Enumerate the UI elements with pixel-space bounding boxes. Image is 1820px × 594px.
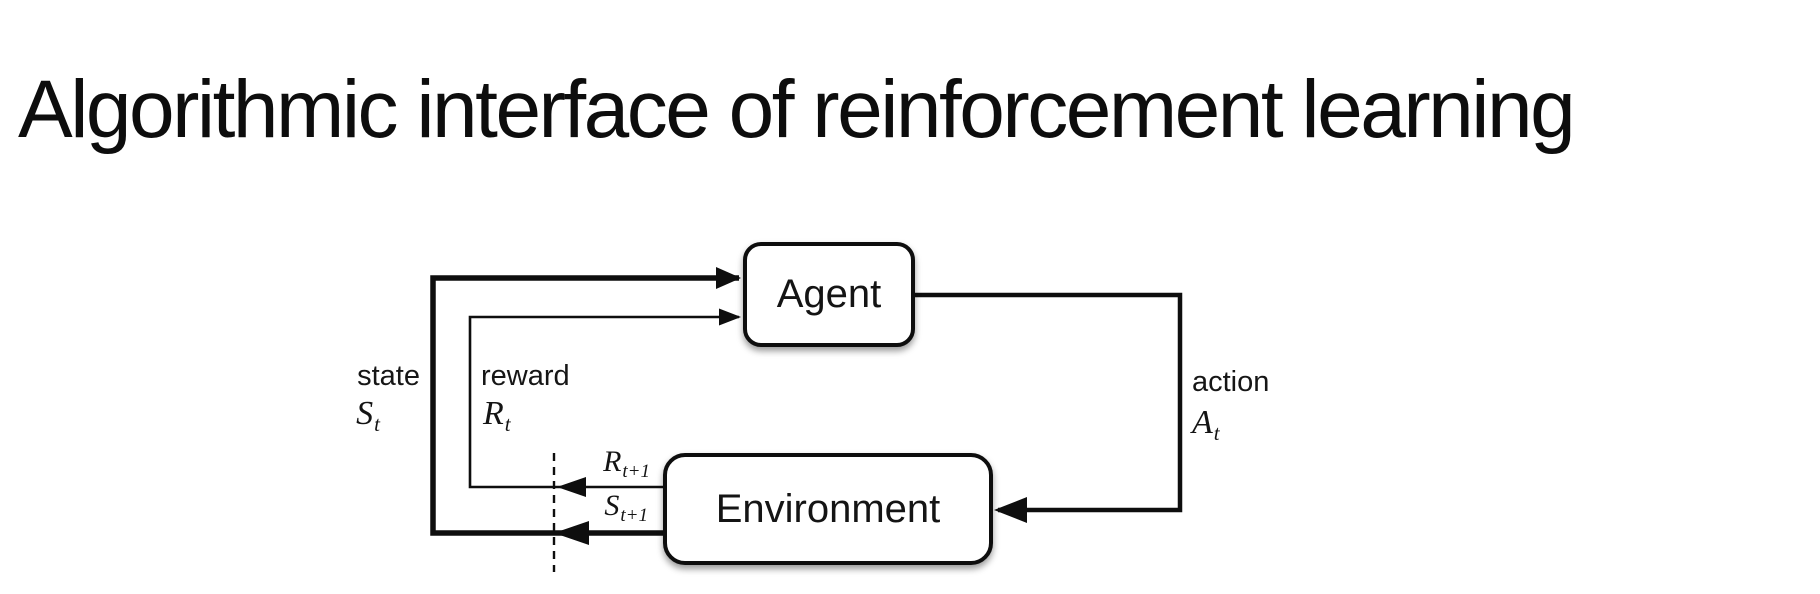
- reward-symbol-subscript: t: [504, 412, 511, 436]
- action-symbol-main: A: [1192, 404, 1213, 441]
- next-reward-arrowhead-icon: [557, 477, 586, 497]
- action-symbol-subscript: t: [1213, 421, 1220, 445]
- state-loop-line: [430, 275, 739, 536]
- state-label: state: [357, 360, 420, 392]
- next-reward-symbol: Rt+1: [578, 445, 650, 482]
- state-symbol-main: S: [356, 395, 374, 432]
- action-label: action: [1192, 366, 1270, 398]
- next-state-symbol: St+1: [578, 489, 648, 526]
- page-title: Algorithmic interface of reinforcement l…: [18, 63, 1576, 155]
- action-loop-line: [915, 292, 1183, 513]
- action-symbol: At: [1192, 406, 1220, 444]
- agent-node: Agent: [743, 242, 915, 347]
- state-symbol-subscript: t: [374, 412, 380, 436]
- state-arrowhead-into-agent-icon: [716, 267, 741, 289]
- next-state-symbol-subscript: t+1: [620, 505, 648, 526]
- environment-node: Environment: [663, 453, 993, 565]
- next-reward-symbol-main: R: [603, 445, 622, 478]
- agent-node-label: Agent: [776, 272, 882, 316]
- reward-symbol-main: R: [483, 395, 504, 432]
- reward-label: reward: [481, 360, 570, 392]
- action-arrowhead-into-environment-icon: [994, 497, 1027, 523]
- next-reward-symbol-subscript: t+1: [622, 461, 650, 482]
- next-state-symbol-main: S: [604, 489, 620, 522]
- state-symbol: St: [330, 397, 406, 435]
- environment-node-label: Environment: [715, 486, 941, 531]
- reward-symbol: Rt: [483, 397, 511, 435]
- reward-arrowhead-into-agent-icon: [719, 308, 741, 326]
- next-state-arrowhead-icon: [554, 521, 589, 545]
